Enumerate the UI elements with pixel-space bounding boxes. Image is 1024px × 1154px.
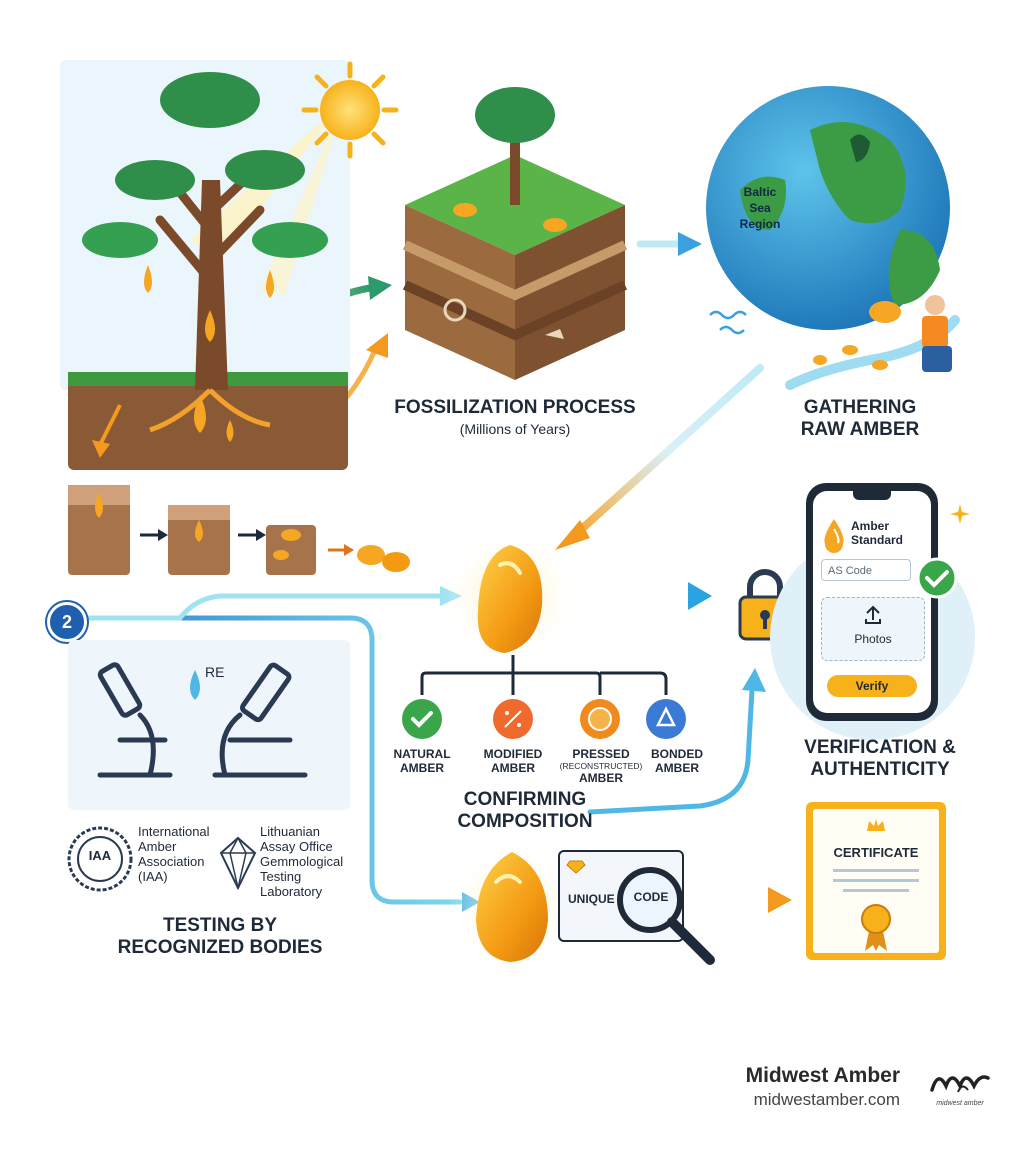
gem-outline-icon bbox=[219, 836, 257, 891]
footer-url: midwestamber.com bbox=[753, 1090, 900, 1109]
logo-caption: midwest amber bbox=[936, 1100, 984, 1107]
fossilization-block bbox=[402, 87, 628, 380]
category-natural-line-2: AMBER bbox=[400, 760, 444, 775]
category-bonded-icon bbox=[646, 699, 686, 739]
lab-panel bbox=[68, 640, 350, 810]
gathering-line-2: RAW AMBER bbox=[800, 419, 920, 440]
seal-ribbon-icon bbox=[861, 904, 891, 951]
midwest-amber-logo bbox=[930, 1075, 990, 1093]
unique-label: UNIQUE bbox=[568, 892, 615, 906]
sparkle-icon bbox=[950, 504, 970, 524]
category-pressed-note: (RECONSTRUCTED) bbox=[559, 760, 643, 771]
step-badge: 2 bbox=[47, 602, 87, 642]
globe-label-3: Region bbox=[739, 217, 781, 231]
iaa-line-1: International bbox=[138, 824, 210, 839]
category-modified-line-2: AMBER bbox=[491, 760, 535, 775]
microscopes-icon bbox=[97, 662, 308, 778]
phone-notch bbox=[853, 491, 891, 500]
category-modified: MODIFIED AMBER bbox=[468, 747, 558, 776]
category-bonded-line-2: AMBER bbox=[655, 760, 699, 775]
iaa-line-4: (IAA) bbox=[138, 869, 168, 884]
magnifier-icon bbox=[617, 867, 715, 965]
as-code-input[interactable]: AS Code bbox=[821, 559, 911, 581]
confirming-line-1: CONFIRMING bbox=[463, 789, 587, 810]
certificate-line-3 bbox=[843, 889, 909, 892]
phone-screen: Amber Standard AS Code Photos Verify bbox=[813, 491, 931, 713]
tree-resin-scene bbox=[60, 60, 350, 470]
category-pressed-line-1: PRESSED bbox=[572, 747, 630, 761]
drop-label: RE bbox=[205, 664, 225, 680]
gem-icon bbox=[566, 860, 586, 874]
certificate-paper: CERTIFICATE bbox=[813, 809, 939, 953]
sun-icon bbox=[301, 61, 399, 159]
iaa-seal-icon bbox=[67, 826, 133, 892]
amber-drop-icon bbox=[824, 519, 844, 553]
globe-label-2: Sea bbox=[749, 201, 771, 215]
globe-label-1: Baltic bbox=[743, 185, 777, 199]
composition-tree bbox=[420, 655, 668, 695]
fossilization-subtitle: (Millions of Years) bbox=[459, 421, 571, 437]
verify-button[interactable]: Verify bbox=[827, 675, 917, 697]
phone-brand: Amber Standard bbox=[851, 519, 903, 547]
category-natural: NATURAL AMBER bbox=[377, 747, 467, 776]
phone-brand-line-1: Amber bbox=[851, 519, 890, 533]
lith-line-2: Assay Office bbox=[260, 839, 333, 854]
iaa-seal-text: IAA bbox=[88, 848, 112, 863]
certificate: CERTIFICATE bbox=[806, 802, 946, 960]
category-modified-icon bbox=[493, 699, 533, 739]
iaa-name: International Amber Association (IAA) bbox=[138, 824, 210, 884]
category-modified-line-1: MODIFIED bbox=[483, 747, 543, 761]
amber-stone-bottom bbox=[450, 844, 574, 968]
testing-line-2: RECOGNIZED BODIES bbox=[117, 937, 323, 958]
gathering-line-1: GATHERING bbox=[803, 397, 917, 418]
fossilization-title: FOSSILIZATION PROCESS bbox=[394, 397, 636, 418]
category-icons bbox=[402, 699, 686, 739]
category-pressed: PRESSED (RECONSTRUCTED) AMBER bbox=[555, 747, 647, 785]
verification-line-2: AUTHENTICITY bbox=[810, 759, 950, 780]
photo-upload[interactable]: Photos bbox=[821, 597, 925, 661]
certificate-line-2 bbox=[833, 879, 919, 882]
crown-icon bbox=[867, 819, 885, 831]
upload-icon bbox=[865, 605, 881, 624]
iaa-line-2: Amber bbox=[138, 839, 177, 854]
certificate-title: CERTIFICATE bbox=[833, 845, 919, 860]
upload-label: Photos bbox=[854, 632, 892, 646]
category-natural-line-1: NATURAL bbox=[393, 747, 451, 761]
footer-brand: Midwest Amber bbox=[745, 1064, 900, 1087]
lith-line-1: Lithuanian bbox=[260, 824, 320, 839]
phone-brand-line-2: Standard bbox=[851, 533, 904, 547]
verified-check-icon bbox=[916, 557, 958, 599]
code-label: CODE bbox=[633, 890, 669, 904]
amber-stone-top bbox=[442, 529, 578, 665]
category-natural-icon bbox=[402, 699, 442, 739]
strata-sequence bbox=[68, 485, 410, 575]
testing-line-1: TESTING BY bbox=[162, 915, 277, 936]
lith-line-3: Gemmological bbox=[260, 854, 344, 869]
certificate-line-1 bbox=[833, 869, 919, 872]
category-bonded: BONDED AMBER bbox=[632, 747, 722, 776]
lith-line-4: Testing bbox=[260, 869, 302, 884]
iaa-line-3: Association bbox=[138, 854, 205, 869]
lithuanian-name: Lithuanian Assay Office Gemmological Tes… bbox=[260, 824, 343, 899]
phone-frame: Amber Standard AS Code Photos Verify bbox=[806, 483, 938, 721]
category-pressed-icon bbox=[580, 699, 620, 739]
verification-line-1: VERIFICATION & bbox=[804, 737, 956, 758]
category-bonded-line-1: BONDED bbox=[650, 747, 703, 761]
category-pressed-line-2: AMBER bbox=[579, 770, 623, 785]
lith-line-5: Laboratory bbox=[260, 884, 323, 899]
globe bbox=[706, 86, 960, 390]
confirming-line-2: COMPOSITION bbox=[457, 811, 593, 832]
